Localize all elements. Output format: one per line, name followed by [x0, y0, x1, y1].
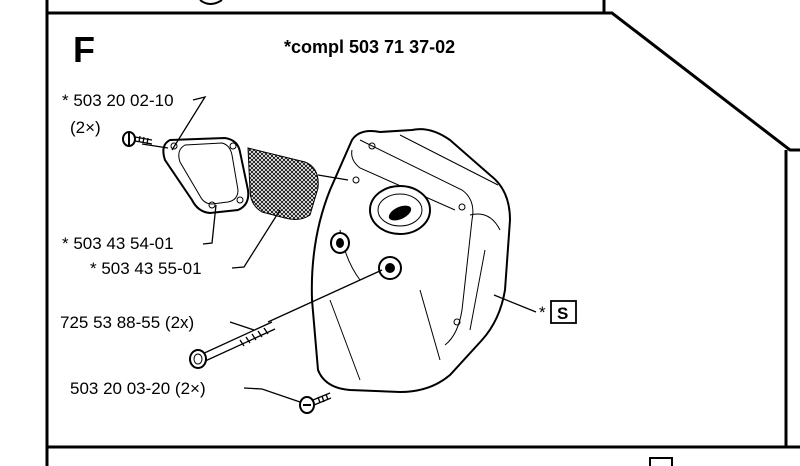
long-bolt: [189, 321, 276, 369]
label-screw-top: * 503 20 02-10: [62, 91, 174, 110]
label-muffler-box: S: [557, 304, 568, 323]
leader-lines: [141, 95, 537, 403]
top-screw: [122, 131, 153, 147]
label-muffler-prefix: *: [539, 303, 546, 322]
diagram-frame: [45, 0, 800, 466]
muffler-label-box: [550, 300, 577, 324]
label-screw-bottom: 503 20 03-20 (2×): [70, 379, 206, 398]
spark-arrestor-screen: [247, 147, 319, 220]
section-letter: F: [73, 29, 95, 70]
label-gasket: * 503 43 54-01: [62, 234, 174, 253]
muffler-body: [310, 128, 512, 394]
label-bolt: 725 53 88-55 (2x): [60, 313, 194, 332]
assembly-title: *compl 503 71 37-02: [284, 37, 455, 57]
label-screw-top-qty: (2×): [70, 118, 101, 137]
bottom-screw: [299, 392, 332, 414]
label-screen: * 503 43 55-01: [90, 259, 202, 278]
gasket-plate: [162, 136, 250, 215]
